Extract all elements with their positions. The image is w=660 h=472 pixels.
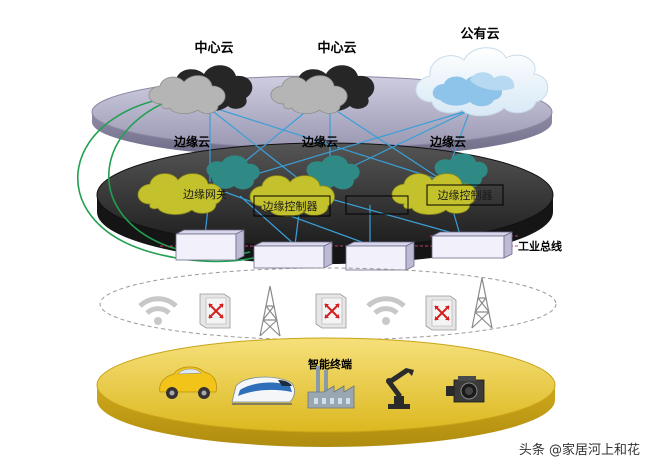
smart-terminal-label: 智能终端 [308,357,352,371]
factory-icon [307,366,355,409]
bus-module-3 [345,241,415,271]
router-icon [315,293,347,329]
robot-arm-icon [386,368,414,409]
edge-cloud-label-1: 边缘云 [173,134,210,149]
car-icon [159,366,217,399]
edge-cloud-right [391,153,488,215]
edge-cloud-left [137,155,260,215]
center-cloud-1-label: 中心云 [194,40,233,56]
center-cloud-1: 中心云 [148,40,253,114]
bus-module-4 [431,231,513,259]
bus-modules: 工业总线 [160,229,562,271]
edge-controller-box-2 [426,184,504,206]
tower-icon [471,277,493,329]
bus-module-1 [175,229,245,261]
train-icon [231,376,295,405]
wifi-icon [138,296,178,325]
edge-cloud-label-2: 边缘云 [301,134,338,149]
edge-controller-box-1 [253,195,331,217]
router-icon [425,295,457,331]
edge-controller-label-1: 边缘控制器 [263,199,318,213]
camera-icon [446,376,485,403]
edge-cloud-label-3: 边缘云 [429,134,466,149]
industrial-bus-label: 工业总线 [518,239,562,253]
cloud-links [204,99,471,246]
watermark-text: 头条 @家居河上和花 [519,442,640,458]
tower-icon [259,285,281,337]
network-layer [99,267,557,341]
edge-controller-label-2: 边缘控制器 [438,188,493,202]
router-icon [199,293,231,329]
bus-module-2 [253,241,333,269]
public-cloud-label: 公有云 [460,26,499,42]
wifi-icon [366,296,406,325]
center-cloud-2-label: 中心云 [317,40,356,56]
edge-gateway-label: 边缘网关 [183,187,227,201]
public-cloud: 公有云 [415,26,549,117]
center-cloud-2: 中心云 [270,40,375,114]
edge-device-box [345,195,409,215]
